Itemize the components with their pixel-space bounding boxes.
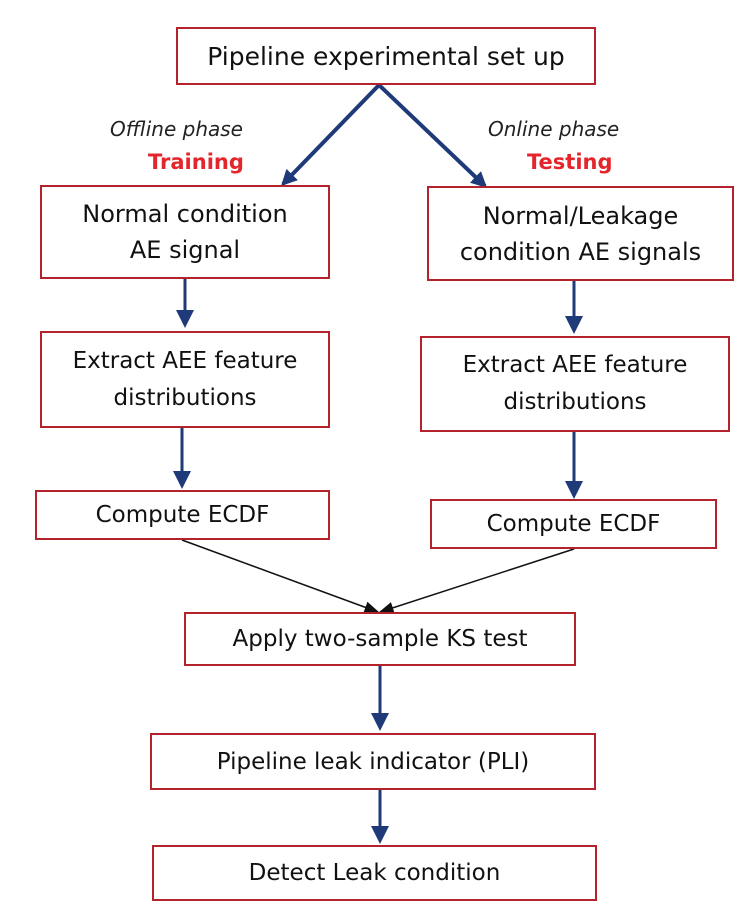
- online-phase-label: Online phase: [488, 117, 620, 141]
- right-extract-features-box: Extract AEE feature distributions: [420, 336, 730, 432]
- left-compute-ecdf-box: Compute ECDF: [35, 490, 330, 540]
- left-extract-line-2: distributions: [113, 384, 257, 411]
- arrow-top-to-right: [377, 83, 488, 188]
- normal-leakage-signals-box: Normal/Leakage condition AE signals: [427, 186, 734, 281]
- training-label: Training: [148, 150, 244, 174]
- right-compute-ecdf-box: Compute ECDF: [430, 499, 717, 549]
- right-extract-line-2: distributions: [503, 389, 647, 415]
- left-compute-ecdf-label: Compute ECDF: [95, 502, 270, 528]
- normal-condition-signal-box: Normal condition AE signal: [40, 185, 330, 279]
- pli-box: Pipeline leak indicator (PLI): [150, 733, 596, 790]
- arrow-left-ecdf-to-ks: [181, 539, 380, 613]
- pli-label: Pipeline leak indicator (PLI): [216, 748, 530, 775]
- testing-label: Testing: [527, 150, 613, 174]
- detect-leak-box: Detect Leak condition: [152, 845, 597, 901]
- offline-phase-label: Offline phase: [110, 117, 243, 141]
- arrow-top-to-left: [281, 83, 381, 187]
- normal-condition-line-1: Normal condition: [82, 200, 288, 228]
- arrow-right-ecdf-to-ks: [378, 548, 575, 614]
- detect-leak-label: Detect Leak condition: [248, 860, 501, 886]
- pipeline-setup-box: Pipeline experimental set up: [176, 27, 596, 85]
- left-extract-features-box: Extract AEE feature distributions: [40, 331, 330, 428]
- pipeline-setup-label: Pipeline experimental set up: [207, 41, 565, 71]
- normal-leakage-line-2: condition AE signals: [459, 237, 702, 266]
- left-extract-line-1: Extract AEE feature: [72, 347, 298, 374]
- normal-leakage-line-1: Normal/Leakage: [482, 201, 679, 230]
- ks-test-label: Apply two-sample KS test: [232, 626, 528, 652]
- right-extract-line-1: Extract AEE feature: [462, 352, 688, 378]
- ks-test-box: Apply two-sample KS test: [184, 612, 576, 666]
- right-compute-ecdf-label: Compute ECDF: [486, 511, 661, 537]
- normal-condition-line-2: AE signal: [129, 236, 241, 264]
